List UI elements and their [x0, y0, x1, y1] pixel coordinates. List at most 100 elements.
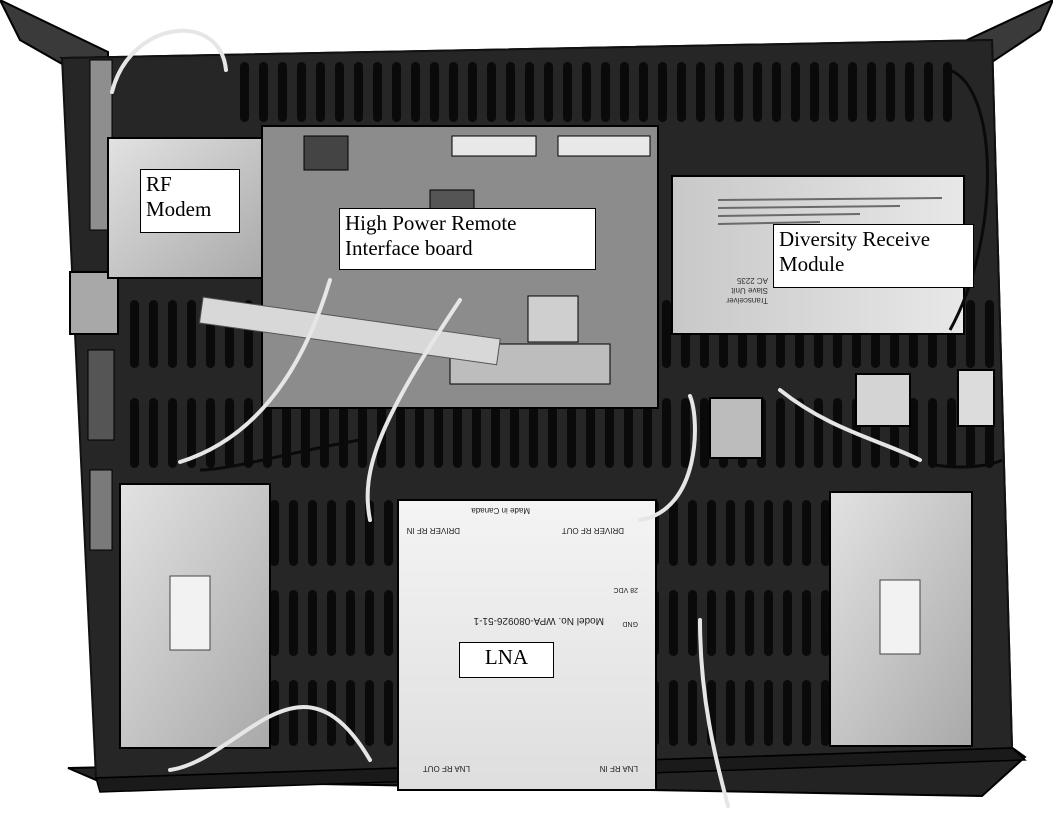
vent-slot — [472, 398, 481, 468]
vent-slot — [384, 500, 393, 566]
vdc-marking: 28 VDC — [613, 586, 638, 593]
remote-interface-label-line2: Interface board — [345, 236, 473, 260]
vent-slot — [289, 680, 298, 746]
gnd-marking: GND — [622, 620, 638, 627]
coax-cables — [110, 28, 922, 808]
rf-modem-label-line2: Modem — [146, 197, 212, 221]
diversity-receive-label-line2: Module — [779, 252, 845, 276]
vent-slot — [783, 680, 792, 746]
vent-slot — [567, 398, 576, 468]
vent-slot — [745, 590, 754, 656]
vent-slot — [802, 680, 811, 746]
vent-slot — [327, 500, 336, 566]
attenuator — [957, 369, 995, 427]
vent-slot — [289, 590, 298, 656]
lna-model-marking: Model No. WPA-080926-51-1 — [473, 615, 604, 626]
left-cavity-filter — [119, 483, 271, 749]
vent-slot — [149, 398, 158, 468]
vent-slot — [449, 62, 458, 122]
vent-slot — [297, 62, 306, 122]
vent-slot — [772, 62, 781, 122]
vent-slot — [928, 398, 937, 468]
vent-slot — [225, 398, 234, 468]
vent-slot — [365, 590, 374, 656]
vent-slot — [327, 590, 336, 656]
vent-slot — [358, 398, 367, 468]
vent-slot — [335, 62, 344, 122]
vent-slot — [985, 300, 994, 368]
vent-slot — [947, 398, 956, 468]
vent-slot — [700, 398, 709, 468]
remote-interface-label: High Power Remote Interface board — [339, 208, 596, 270]
vent-slot — [434, 398, 443, 468]
vent-slot — [244, 398, 253, 468]
vent-slot — [821, 500, 830, 566]
vent-slot — [605, 398, 614, 468]
vent-slot — [130, 398, 139, 468]
vent-slot — [487, 62, 496, 122]
vent-slot — [187, 300, 196, 368]
vent-slot — [905, 62, 914, 122]
vent-slot — [783, 500, 792, 566]
left-filter-sticker — [169, 575, 211, 651]
vent-slot — [278, 62, 287, 122]
rf-modem-label: RF Modem — [140, 169, 240, 233]
vent-slot — [308, 590, 317, 656]
vent-slot — [643, 398, 652, 468]
vent-slot — [662, 300, 671, 368]
vent-slot — [696, 62, 705, 122]
vent-slot — [259, 62, 268, 122]
diversity-receive-label-line1: Diversity Receive — [779, 227, 931, 251]
pcb-terminal-block — [303, 135, 349, 171]
vent-slot — [726, 500, 735, 566]
vent-slot — [745, 680, 754, 746]
diversity-receive-label: Diversity Receive Module — [773, 224, 974, 288]
vent-slot — [833, 398, 842, 468]
lna-label: LNA — [459, 642, 554, 678]
vent-slot — [848, 62, 857, 122]
vent-slot — [669, 680, 678, 746]
left-filter-mid — [87, 349, 115, 441]
right-filter-sticker — [879, 579, 921, 655]
vent-slot — [308, 500, 317, 566]
vent-slot — [715, 62, 724, 122]
lna-rf-out-marking: LNA RF OUT — [423, 764, 470, 773]
vent-slot — [669, 500, 678, 566]
vent-slot — [624, 398, 633, 468]
pcb-connector-top-1 — [451, 135, 537, 157]
vent-slot — [316, 62, 325, 122]
vent-slot — [289, 500, 298, 566]
vent-slot — [270, 500, 279, 566]
left-coupler — [69, 271, 119, 335]
lna-rf-in-marking: LNA RF IN — [600, 764, 638, 773]
dark-cables — [199, 68, 1003, 472]
vent-slot — [548, 398, 557, 468]
vent-slot — [384, 590, 393, 656]
vent-slot — [753, 62, 762, 122]
vent-slot — [525, 62, 534, 122]
vent-slot — [707, 500, 716, 566]
vent-slot — [791, 62, 800, 122]
vent-slot — [346, 590, 355, 656]
vent-slot — [263, 398, 272, 468]
vent-slot — [677, 62, 686, 122]
vent-slot — [339, 398, 348, 468]
lna-made-in-marking: Made in Canada — [471, 506, 530, 515]
vent-slot — [149, 300, 158, 368]
vent-slot — [506, 62, 515, 122]
vent-slot — [814, 398, 823, 468]
vent-slot — [396, 398, 405, 468]
vent-slot — [658, 62, 667, 122]
vent-slot — [586, 398, 595, 468]
vent-slot — [453, 398, 462, 468]
vent-slot — [726, 590, 735, 656]
vent-slot — [829, 62, 838, 122]
vent-slot — [669, 590, 678, 656]
vent-slot — [130, 300, 139, 368]
rf-modem-label-line1: RF — [146, 172, 172, 196]
vent-slot — [346, 500, 355, 566]
vent-slot — [802, 500, 811, 566]
vent-slot — [384, 680, 393, 746]
vent-slot — [810, 62, 819, 122]
vent-slot — [639, 62, 648, 122]
